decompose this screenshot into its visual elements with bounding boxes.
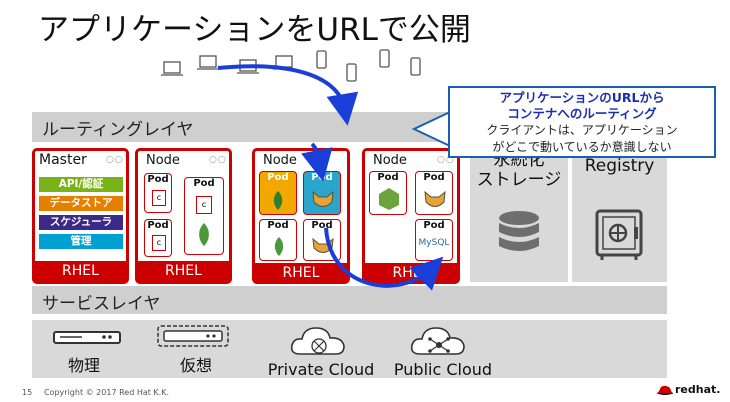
- pod-label: Pod: [423, 220, 445, 231]
- pod: Pod: [259, 171, 297, 215]
- copyright-text: Copyright © 2017 Red Hat K.K.: [44, 388, 169, 397]
- pod-label: Pod: [147, 220, 169, 231]
- routing-layer-band: [32, 112, 467, 142]
- node-os-label: RHEL: [255, 263, 347, 283]
- routing-layer-label: ルーティングレイヤ: [42, 120, 194, 140]
- callout-body-line2: がどこで動いているか意識しない: [492, 140, 672, 154]
- node-host-1: Node ○○ Pod c Pod c Pod c RHEL: [135, 148, 232, 284]
- smartphone-icon: [410, 57, 421, 76]
- container-icon: c: [152, 190, 166, 206]
- routing-callout: アプリケーションのURLから コンテナへのルーティング クライアントは、アプリケ…: [448, 86, 716, 158]
- persistent-storage-box: 永続化 ストレージ: [470, 148, 568, 282]
- slide-title: アプリケーションをURLで公開: [38, 12, 471, 48]
- tomcat-icon: [312, 190, 334, 207]
- pod-label: Pod: [311, 220, 333, 231]
- physical-server-icon: [53, 331, 121, 344]
- node-host-2: Node Pod Pod Pod Pod RHEL: [252, 148, 350, 284]
- mysql-icon: MySQL: [418, 238, 450, 248]
- public-cloud-icon: [410, 327, 465, 355]
- pod-label: Pod: [267, 172, 289, 183]
- virtual-server-icon: [157, 325, 229, 347]
- callout-pointer: [411, 111, 451, 147]
- pod-label: Pod: [267, 220, 289, 231]
- mongodb-leaf-icon: [274, 237, 284, 256]
- service-layer-band: [32, 286, 667, 314]
- callout-title-line2: コンテナへのルーティング: [507, 106, 657, 121]
- pod-label: Pod: [193, 178, 215, 189]
- node-title: Node: [373, 153, 407, 168]
- infrastructure-layer: [32, 320, 667, 378]
- laptop-icon: [161, 61, 183, 76]
- smartphone-icon: [346, 63, 357, 82]
- master-role-management: 管理: [39, 234, 123, 249]
- status-leds-icon: ○○: [106, 155, 124, 165]
- tomcat-icon: [424, 190, 446, 207]
- pod: Pod MySQL: [415, 219, 453, 261]
- pod: Pod: [369, 171, 407, 215]
- pod-label: Pod: [147, 174, 169, 185]
- pod-label: Pod: [423, 172, 445, 183]
- mongodb-leaf-icon: [273, 191, 283, 210]
- pod: Pod c: [144, 219, 172, 257]
- infra-label-private-cloud: Private Cloud: [267, 360, 375, 379]
- registry-label: Registry: [584, 156, 655, 176]
- pod: Pod: [415, 171, 453, 215]
- private-cloud-icon: [290, 327, 345, 355]
- pod: Pod c: [184, 177, 224, 255]
- storage-label-line2: ストレージ: [476, 170, 562, 190]
- pod-label: Pod: [377, 172, 399, 183]
- infra-label-physical: 物理: [67, 356, 100, 375]
- master-host: Master ○○ API/認証 データストア スケジューラ 管理 RHEL: [32, 148, 129, 284]
- callout-title-line1: アプリケーションのURLから: [499, 90, 665, 105]
- infra-label-public-cloud: Public Cloud: [393, 360, 493, 379]
- callout-body-line1: クライアントは、アプリケーション: [486, 123, 678, 137]
- pod: Pod c: [144, 173, 172, 213]
- node-os-label: RHEL: [138, 261, 229, 281]
- client-to-router-arrow: [217, 64, 359, 126]
- status-leds-icon: ○○: [209, 155, 227, 165]
- container-icon: c: [152, 235, 166, 251]
- master-role-api: API/認証: [39, 177, 123, 192]
- smartphone-icon: [316, 50, 327, 69]
- registry-box: Registry: [572, 148, 667, 282]
- redhat-logo-text: redhat.: [675, 383, 721, 396]
- nodejs-icon: [379, 188, 399, 210]
- node-title: Node: [146, 153, 180, 168]
- laptop-icon: [197, 55, 219, 70]
- pod: Pod: [259, 219, 297, 261]
- safe-icon: [595, 209, 643, 260]
- infra-label-virtual: 仮想: [179, 356, 212, 375]
- smartphone-icon: [379, 49, 390, 68]
- master-os-label: RHEL: [35, 261, 126, 281]
- pod-to-mysql-arrow: [324, 227, 444, 291]
- master-title: Master: [39, 152, 87, 168]
- container-icon: c: [196, 196, 212, 214]
- redhat-logo-icon: [656, 385, 674, 396]
- service-layer-label: サービスレイヤ: [42, 294, 161, 314]
- router-to-pod-arrow: [301, 142, 333, 182]
- mongodb-leaf-icon: [199, 223, 209, 246]
- node-title: Node: [263, 153, 297, 168]
- master-role-datastore: データストア: [39, 196, 123, 211]
- database-icon: [499, 211, 539, 251]
- master-role-scheduler: スケジューラ: [39, 215, 123, 230]
- page-number: 15: [22, 388, 33, 397]
- status-leds-icon: ○○: [437, 155, 455, 165]
